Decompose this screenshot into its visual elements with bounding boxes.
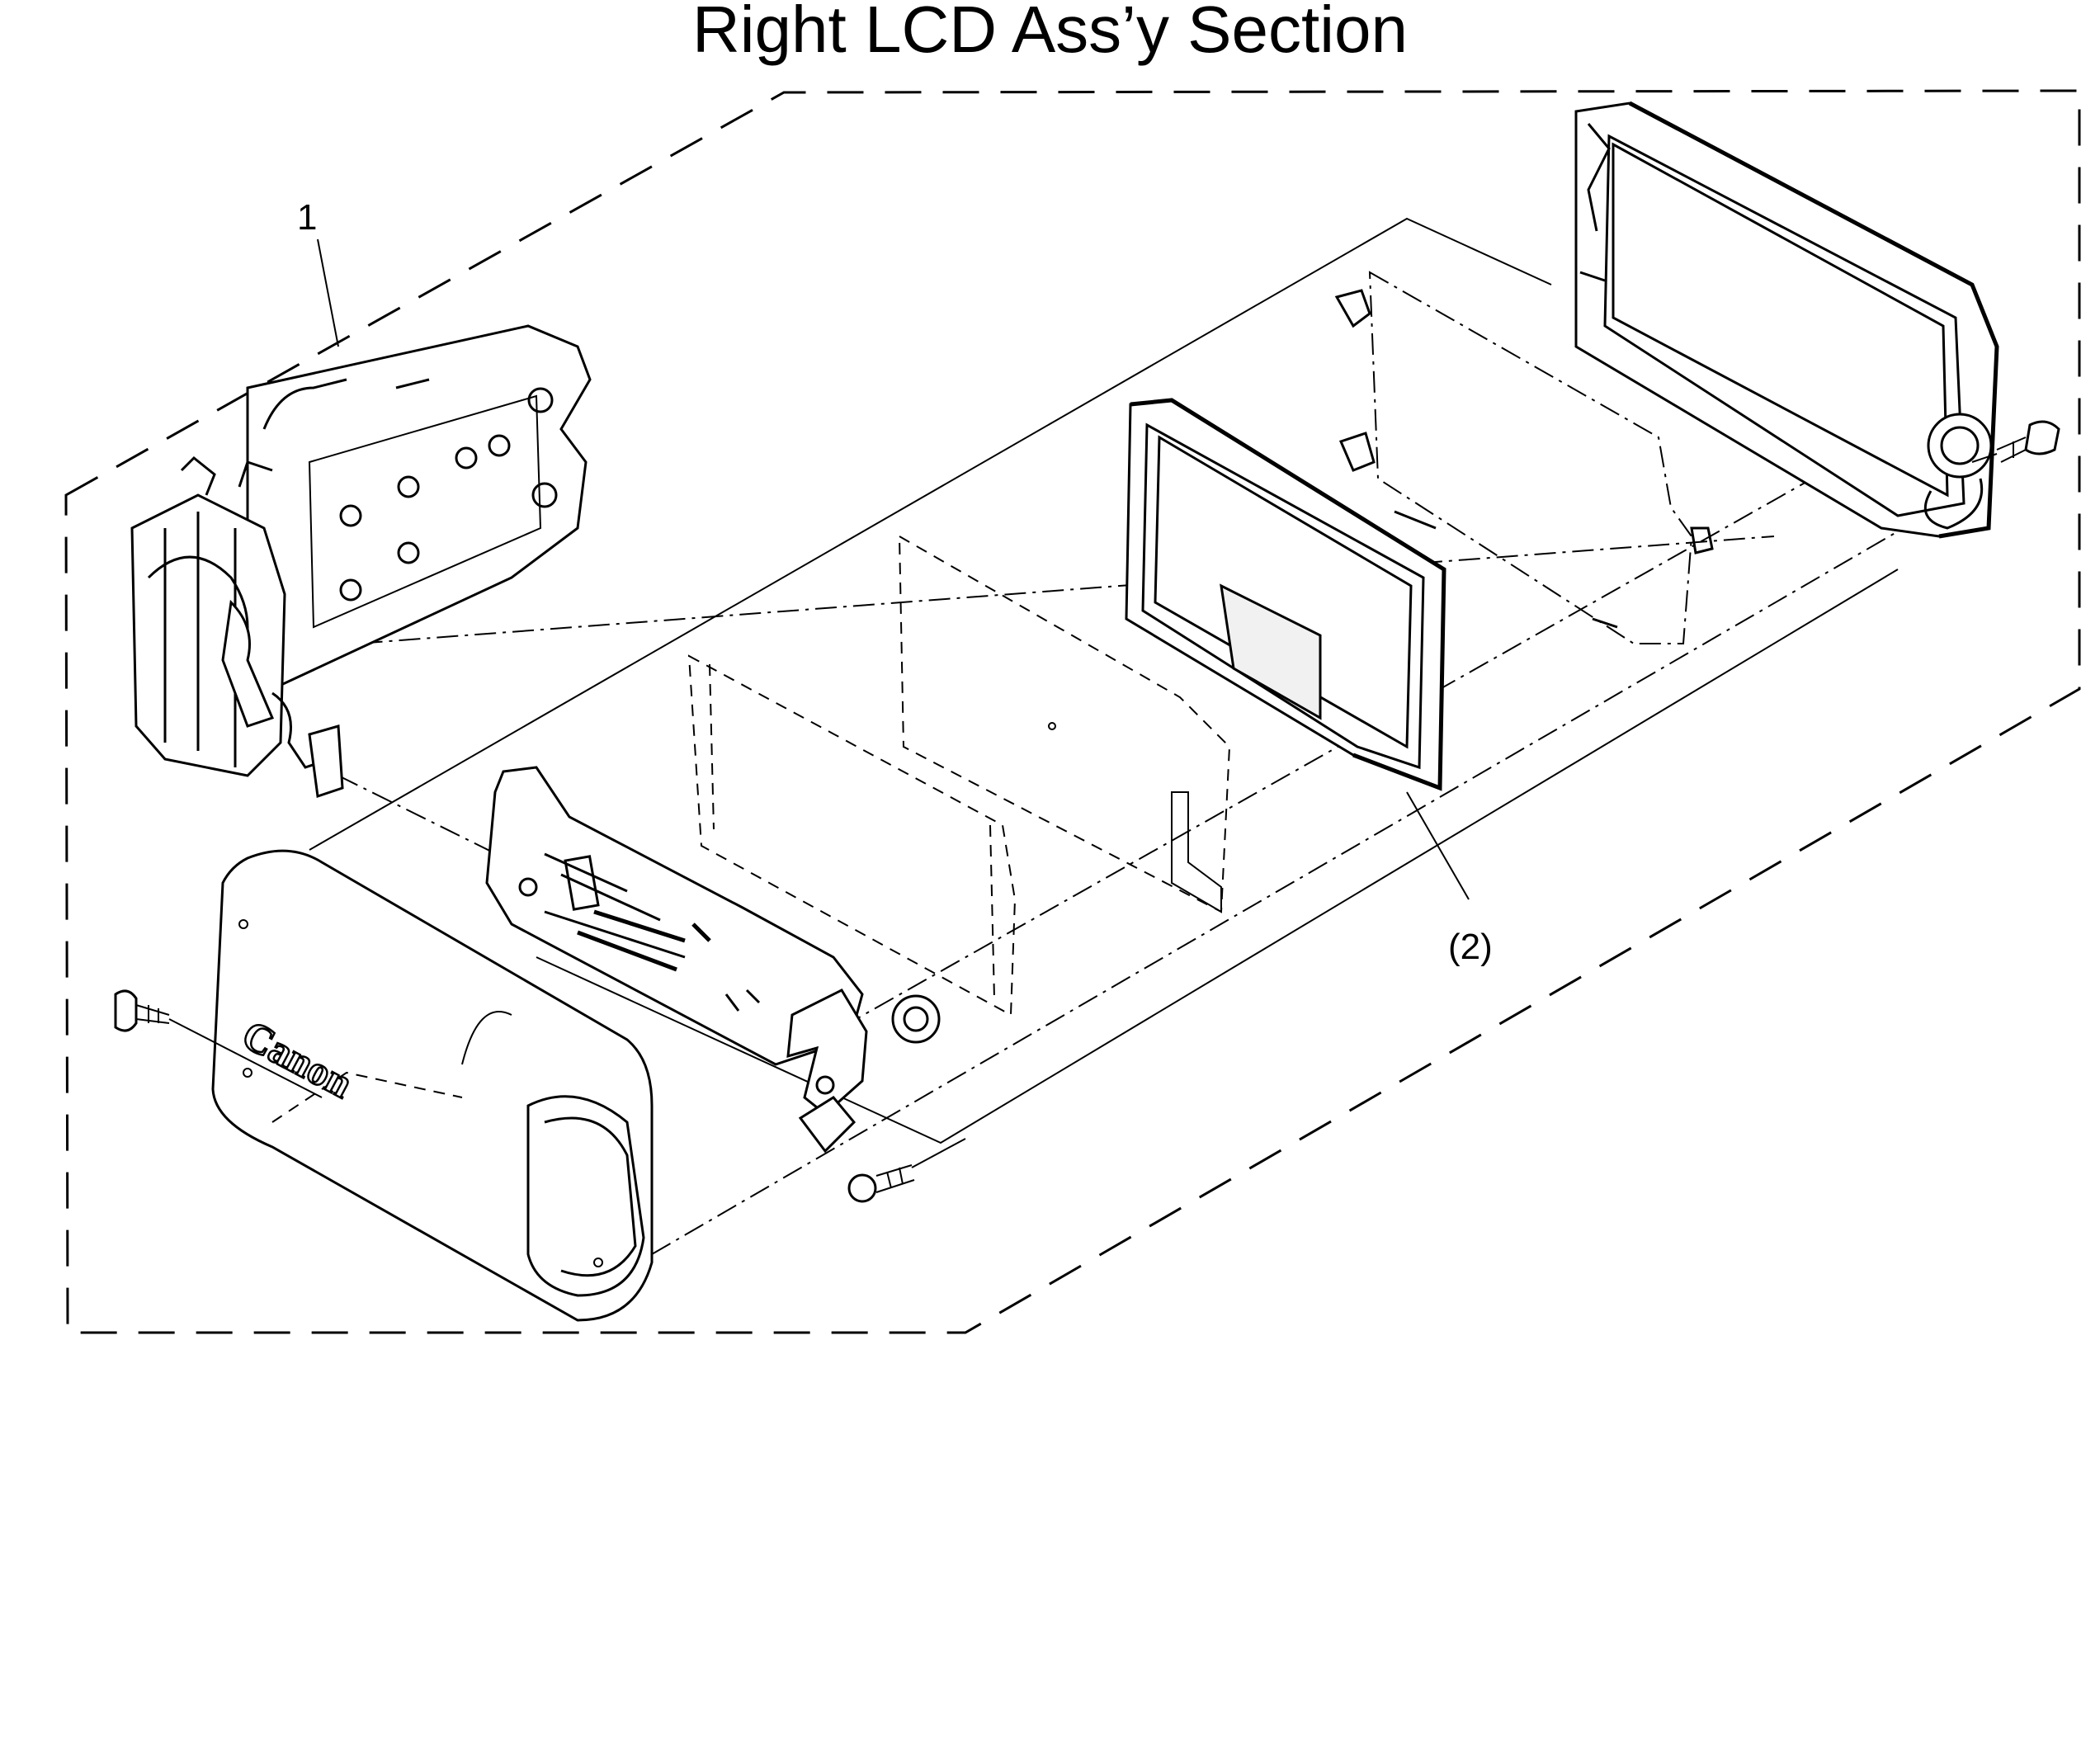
- screw-bottom: [847, 1138, 966, 1203]
- screw-left: [114, 989, 323, 1098]
- lcd-sheet-front: [898, 535, 1231, 913]
- lcd-circuit-board: [485, 766, 941, 1154]
- callout-leader-2: [1406, 791, 1470, 900]
- screw-right: [1971, 420, 2060, 463]
- lcd-panel: [1125, 398, 1446, 791]
- diagram-title: Right LCD Ass’y Section: [691, 0, 1409, 66]
- lcd-unit-assembly: [130, 324, 592, 798]
- assembly-boundary: [64, 89, 2081, 1334]
- callout-label-1: 1: [297, 197, 317, 238]
- alignment-line-2: [651, 507, 1940, 1255]
- alignment-line-3: [247, 536, 1775, 653]
- explosion-plane-outline: [309, 217, 1899, 1144]
- callout-leader-1: [317, 238, 339, 347]
- lcd-bracket: [1334, 271, 1714, 644]
- lcd-front-cover: Canon: [211, 849, 654, 1322]
- lcd-sheet-rear: [687, 654, 1017, 1017]
- lcd-rear-frame: [1574, 101, 1999, 539]
- callout-label-2: (2): [1448, 927, 1493, 967]
